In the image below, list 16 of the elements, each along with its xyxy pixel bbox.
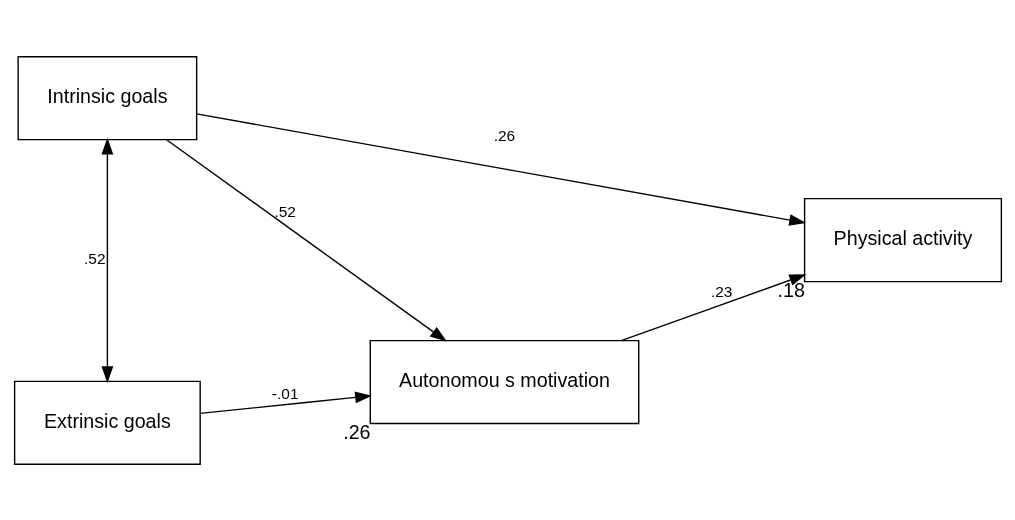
edge-label: .52	[273, 202, 296, 220]
node-box: Intrinsic goals	[16, 55, 197, 140]
node-box: Physical activity	[803, 197, 1002, 282]
node-label: .18	[777, 278, 805, 301]
arrow	[195, 112, 806, 226]
arrow	[100, 137, 113, 383]
edge-label: .23	[710, 282, 732, 300]
edge-label: -.01	[271, 384, 299, 402]
arrow	[165, 138, 447, 342]
edge-label: .26	[493, 126, 515, 144]
node-box: Autonomou s motivation	[369, 339, 639, 424]
node-box: Extrinsic goals	[13, 380, 201, 465]
arrow	[199, 391, 372, 414]
arrow	[620, 273, 806, 341]
node-label: .26	[342, 420, 371, 443]
edge-label: .52	[83, 249, 105, 267]
